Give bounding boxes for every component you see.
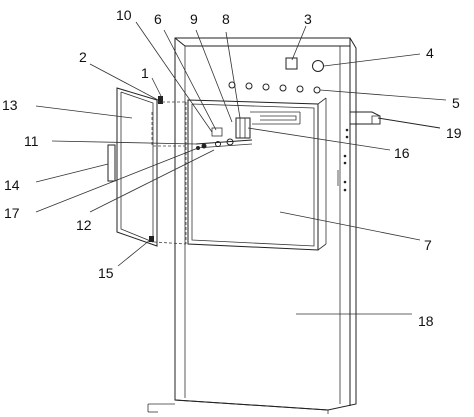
label-8: 8 — [222, 11, 230, 27]
label-10: 10 — [116, 7, 132, 23]
side-door — [107, 87, 187, 247]
label-9: 9 — [190, 11, 198, 27]
label-11: 11 — [24, 133, 39, 149]
label-7: 7 — [424, 237, 432, 253]
label-17: 17 — [4, 205, 20, 221]
side-bracket — [337, 111, 381, 192]
label-4: 4 — [426, 45, 434, 61]
label-6: 6 — [154, 11, 162, 27]
internal-mechanism — [195, 111, 301, 150]
reference-labels: 1 2 3 4 5 6 7 8 9 10 11 12 13 14 15 16 1… — [2, 7, 462, 329]
window-opening — [187, 97, 327, 251]
label-16: 16 — [394, 145, 410, 161]
label-18: 18 — [418, 313, 434, 329]
leader-lines — [35, 21, 447, 315]
label-1: 1 — [141, 65, 149, 81]
control-panel — [228, 57, 324, 94]
label-3: 3 — [304, 11, 312, 27]
label-15: 15 — [98, 265, 114, 281]
label-12: 12 — [76, 217, 92, 233]
label-2: 2 — [79, 49, 87, 65]
label-13: 13 — [2, 97, 18, 113]
label-5: 5 — [452, 95, 460, 111]
label-14: 14 — [4, 177, 20, 193]
label-19: 19 — [446, 125, 462, 141]
cabinet-body — [147, 37, 357, 414]
